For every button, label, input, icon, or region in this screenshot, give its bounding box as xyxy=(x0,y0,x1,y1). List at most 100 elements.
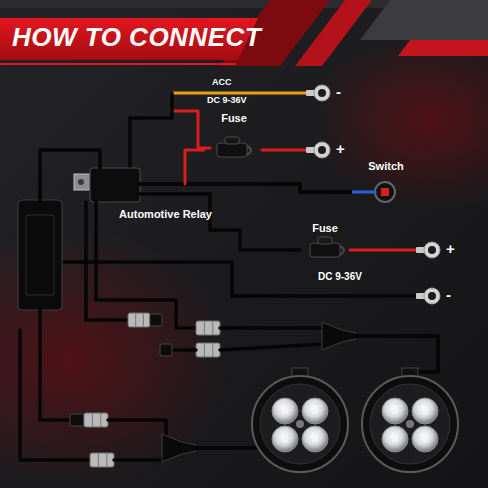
relay-body xyxy=(90,168,140,202)
node-label: Fuse xyxy=(312,222,338,235)
connector-ridge xyxy=(204,321,205,335)
connector-ridge xyxy=(212,321,213,335)
led-chip xyxy=(312,408,319,415)
fuse-cap xyxy=(318,237,332,244)
led-chip xyxy=(422,408,429,415)
wire-connector xyxy=(215,184,352,192)
light-face xyxy=(260,384,340,464)
background-glow xyxy=(310,30,488,210)
wire xyxy=(108,420,166,442)
wire-connector xyxy=(185,150,205,168)
ring-hole xyxy=(318,89,326,97)
wire-label: DC 9-36V xyxy=(318,271,362,282)
wire xyxy=(20,330,90,460)
y-splitter xyxy=(162,434,196,462)
ring-hole xyxy=(428,246,436,254)
ring-terminal xyxy=(314,142,330,158)
connector-ridge xyxy=(100,413,101,427)
wire xyxy=(352,191,375,194)
black-connector xyxy=(70,414,84,426)
controller-box xyxy=(18,200,62,310)
wire xyxy=(220,326,326,330)
wire xyxy=(128,118,132,168)
connector-ridge xyxy=(106,453,107,467)
fuse-loop xyxy=(340,246,344,255)
black-connector xyxy=(160,344,172,356)
ring-terminal xyxy=(424,242,440,258)
fuse-holder: Fuse xyxy=(205,112,263,162)
wire xyxy=(130,93,172,118)
wire-label: DC 9-36V xyxy=(207,96,247,106)
dt-connector xyxy=(196,343,220,357)
fuse-holder xyxy=(217,143,247,157)
wire xyxy=(172,111,210,148)
wire-label: + xyxy=(446,241,455,258)
y-splitter xyxy=(322,322,356,350)
light-housing xyxy=(362,376,458,472)
led-reflector xyxy=(302,426,328,452)
fuse-cap xyxy=(225,137,239,144)
wire xyxy=(114,452,168,460)
led-reflector xyxy=(382,426,408,452)
wire xyxy=(350,249,424,252)
connector-ridge xyxy=(92,413,93,427)
light-face xyxy=(370,384,450,464)
fuse-loop xyxy=(247,146,251,155)
wire-label: - xyxy=(336,84,341,101)
dt-connector xyxy=(196,321,220,335)
top-stripe xyxy=(360,0,488,40)
led-chip xyxy=(422,436,429,443)
wire xyxy=(96,202,196,328)
led-chip xyxy=(392,408,399,415)
switch-indicator xyxy=(381,188,389,196)
title: HOW TO CONNECT xyxy=(12,21,261,53)
light-center xyxy=(296,420,304,428)
ring-hole xyxy=(428,292,436,300)
led-chip xyxy=(392,436,399,443)
node-label: Fuse xyxy=(221,112,247,125)
connector-ridge xyxy=(204,343,205,357)
ring-hole xyxy=(318,146,326,154)
dt-connector xyxy=(84,413,108,427)
led-chip xyxy=(282,408,289,415)
connector-ridge xyxy=(143,313,144,327)
rocker-switch xyxy=(375,182,395,202)
led-reflector xyxy=(412,426,438,452)
wire-label: + xyxy=(336,141,345,158)
connector-ridge xyxy=(212,343,213,357)
wire xyxy=(232,294,424,298)
led-chip xyxy=(312,436,319,443)
wire-label: ACC xyxy=(212,78,232,88)
controller-panel xyxy=(26,215,54,295)
wire xyxy=(170,348,196,352)
light-housing xyxy=(252,376,348,472)
relay-tab xyxy=(74,174,92,190)
connector-ridge xyxy=(135,313,136,327)
dt-connector xyxy=(90,453,114,467)
fuse-holder xyxy=(310,243,340,257)
black-connector xyxy=(150,314,162,326)
title-underline xyxy=(0,63,236,65)
top-stripe xyxy=(398,40,488,56)
wire xyxy=(140,182,215,186)
switch: Switch xyxy=(352,160,420,206)
top-stripe xyxy=(295,0,372,66)
wire xyxy=(220,344,326,350)
wire xyxy=(140,194,300,250)
automotive-relay: Automotive Relay xyxy=(75,168,215,222)
led-reflector xyxy=(272,426,298,452)
wire xyxy=(356,336,438,376)
wire-label: - xyxy=(446,287,451,304)
led-reflector xyxy=(412,398,438,424)
node-label: Automotive Relay xyxy=(119,208,212,221)
ring-terminal xyxy=(314,85,330,101)
ring-terminal xyxy=(424,288,440,304)
light-center xyxy=(406,420,414,428)
led-reflector xyxy=(302,398,328,424)
connector-ridge xyxy=(98,453,99,467)
led-reflector xyxy=(382,398,408,424)
node-label: Switch xyxy=(368,160,403,173)
fuse-holder: Fuse xyxy=(300,222,350,262)
